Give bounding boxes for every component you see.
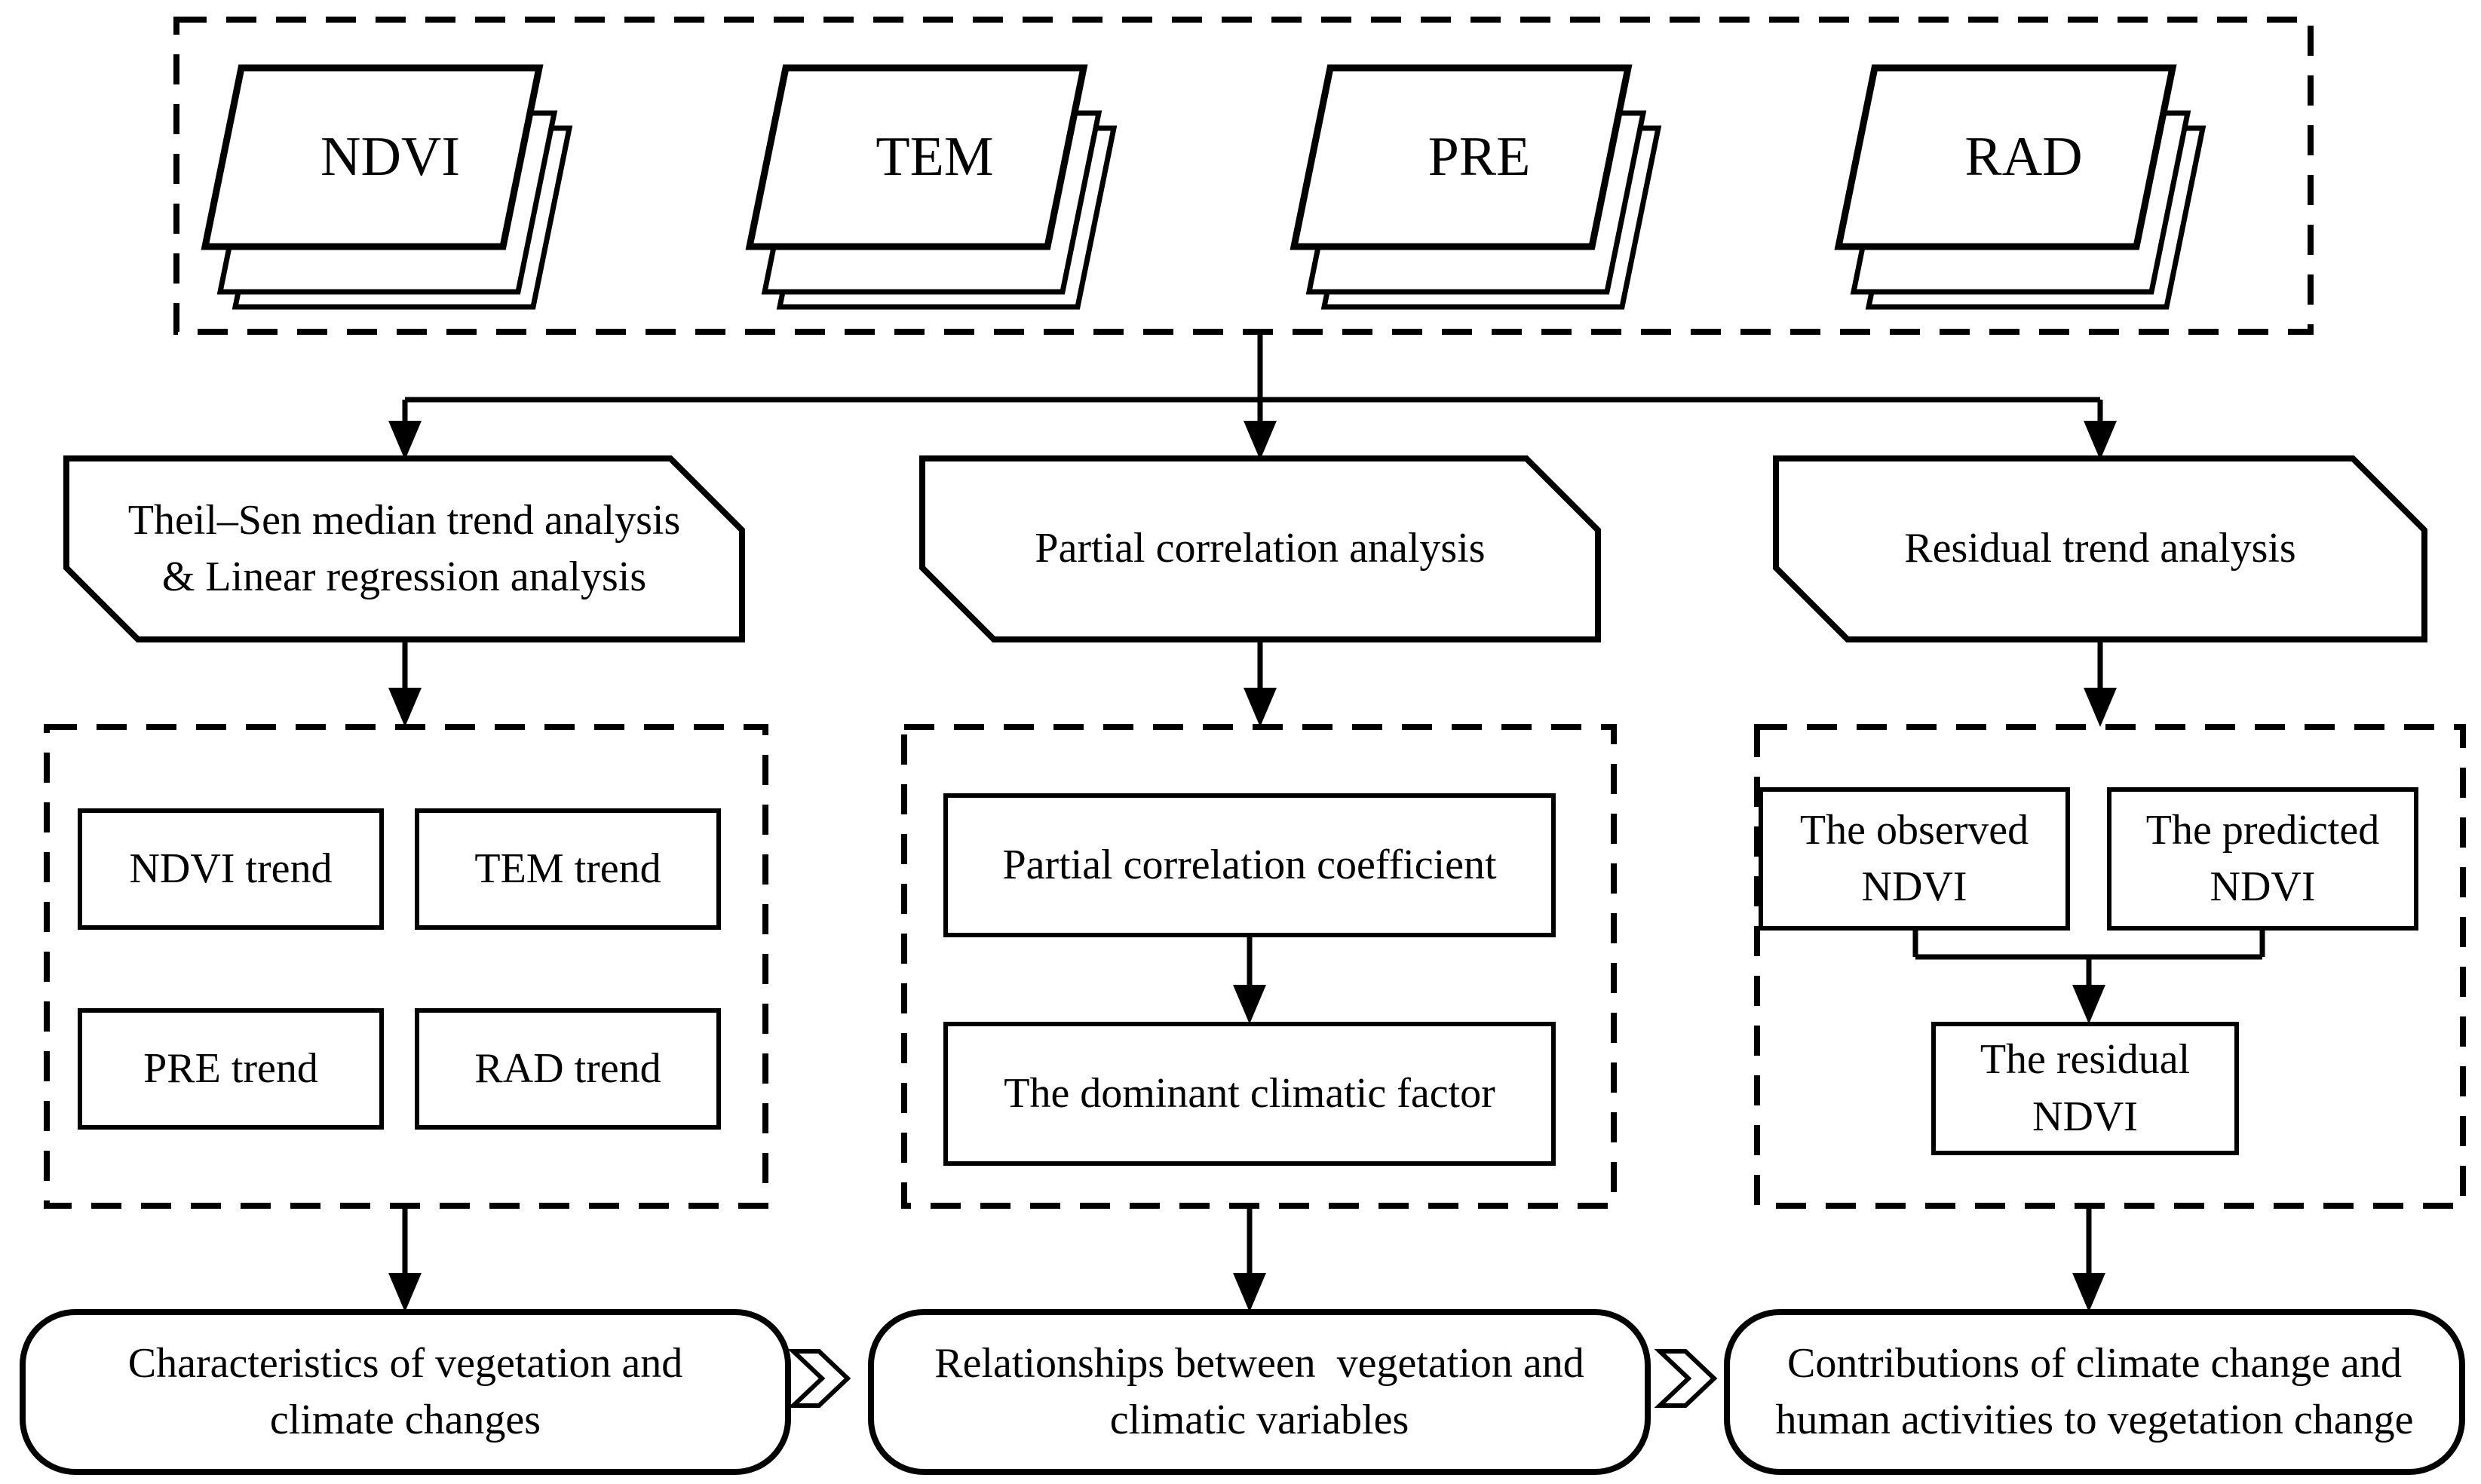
chevron-right-icon: [787, 1349, 851, 1408]
pre-trend-box-shape: [78, 1008, 384, 1130]
arrowhead-to-outcome-2: [1233, 1273, 1266, 1312]
pre-stack-shape: [1290, 64, 1662, 310]
arrowhead-to-residual-method: [2084, 421, 2117, 460]
distribution-connector: [402, 332, 2103, 422]
merge-connector: [1912, 928, 2265, 986]
arrowhead-to-residual-ndvi: [2072, 985, 2105, 1024]
pre-trend-label: PRE trend: [143, 1044, 318, 1092]
arrowhead-to-dominant-factor: [1233, 985, 1266, 1024]
dominant-factor-label: The dominant climatic factor: [1004, 1069, 1495, 1117]
partial-method-label: Partial correlation analysis: [1035, 525, 1486, 572]
predicted-ndvi-label: The predicted NDVI: [2145, 806, 2380, 910]
observed-ndvi-box-shape: [1759, 787, 2070, 931]
rad-stack-shape: [1834, 64, 2207, 310]
ndvi-trend-box-shape: [78, 808, 384, 930]
ndvi-stack-shape: [201, 64, 573, 310]
dominant-factor-box-shape: [943, 1022, 1556, 1166]
trend-method-label: Theil–Sen median trend analysis & Linear…: [127, 496, 681, 600]
tem-trend-box-shape: [415, 808, 721, 930]
partial-group-dashed-box: [901, 724, 1617, 1209]
stack-label-tem: TEM: [876, 125, 994, 188]
tem-trend-label: TEM trend: [474, 845, 661, 892]
arrowhead-to-partial-method: [1244, 421, 1277, 460]
arrowhead-to-trend-group: [388, 688, 422, 727]
partial-method-box-shape: [919, 455, 1601, 642]
partial-coefficient-label: Partial correlation coefficient: [1002, 841, 1497, 888]
trend-method-box-shape: [63, 455, 745, 642]
group-to-outcome-connectors: [402, 1206, 2092, 1274]
residual-method-box-shape: [1773, 455, 2427, 642]
arrowhead-to-outcome-1: [388, 1273, 422, 1312]
residual-method-label: Residual trend analysis: [1904, 525, 2296, 572]
rad-trend-box-shape: [415, 1008, 721, 1130]
chevron-right-icon: [1654, 1349, 1718, 1408]
arrowhead-to-trend-method: [388, 421, 422, 460]
stack-label-pre: PRE: [1428, 125, 1531, 188]
stack-label-rad: RAD: [1964, 125, 2083, 188]
rad-trend-label: RAD trend: [474, 1044, 661, 1092]
stack-label-ndvi: NDVI: [320, 125, 460, 188]
method-to-group-connectors: [402, 639, 2103, 689]
outcome-2-box-shape: [868, 1309, 1651, 1475]
residual-ndvi-box-shape: [1931, 1022, 2239, 1155]
arrowhead-to-residual-group: [2084, 688, 2117, 727]
outcome-1-box-shape: [20, 1309, 791, 1475]
residual-group-dashed-box: [1754, 724, 2466, 1209]
predicted-ndvi-box-shape: [2107, 787, 2418, 931]
trend-group-dashed-box: [44, 724, 768, 1209]
outcome-3-box-shape: [1724, 1309, 2465, 1475]
outcome-3-label: Contributions of climate change and huma…: [1775, 1339, 2414, 1443]
arrowhead-to-outcome-3: [2072, 1273, 2105, 1312]
inputs-dashed-box: [173, 17, 2314, 335]
residual-ndvi-label: The residual NDVI: [1980, 1036, 2191, 1140]
outcome-2-label: Relationships between vegetation and cli…: [934, 1339, 1584, 1443]
partial-coefficient-box-shape: [943, 793, 1556, 937]
outcome-1-label: Characteristics of vegetation and climat…: [127, 1339, 683, 1443]
arrowhead-to-partial-group: [1244, 688, 1277, 727]
observed-ndvi-label: The observed NDVI: [1799, 806, 2029, 910]
tem-stack-shape: [745, 64, 1118, 310]
ndvi-trend-label: NDVI trend: [129, 845, 333, 892]
